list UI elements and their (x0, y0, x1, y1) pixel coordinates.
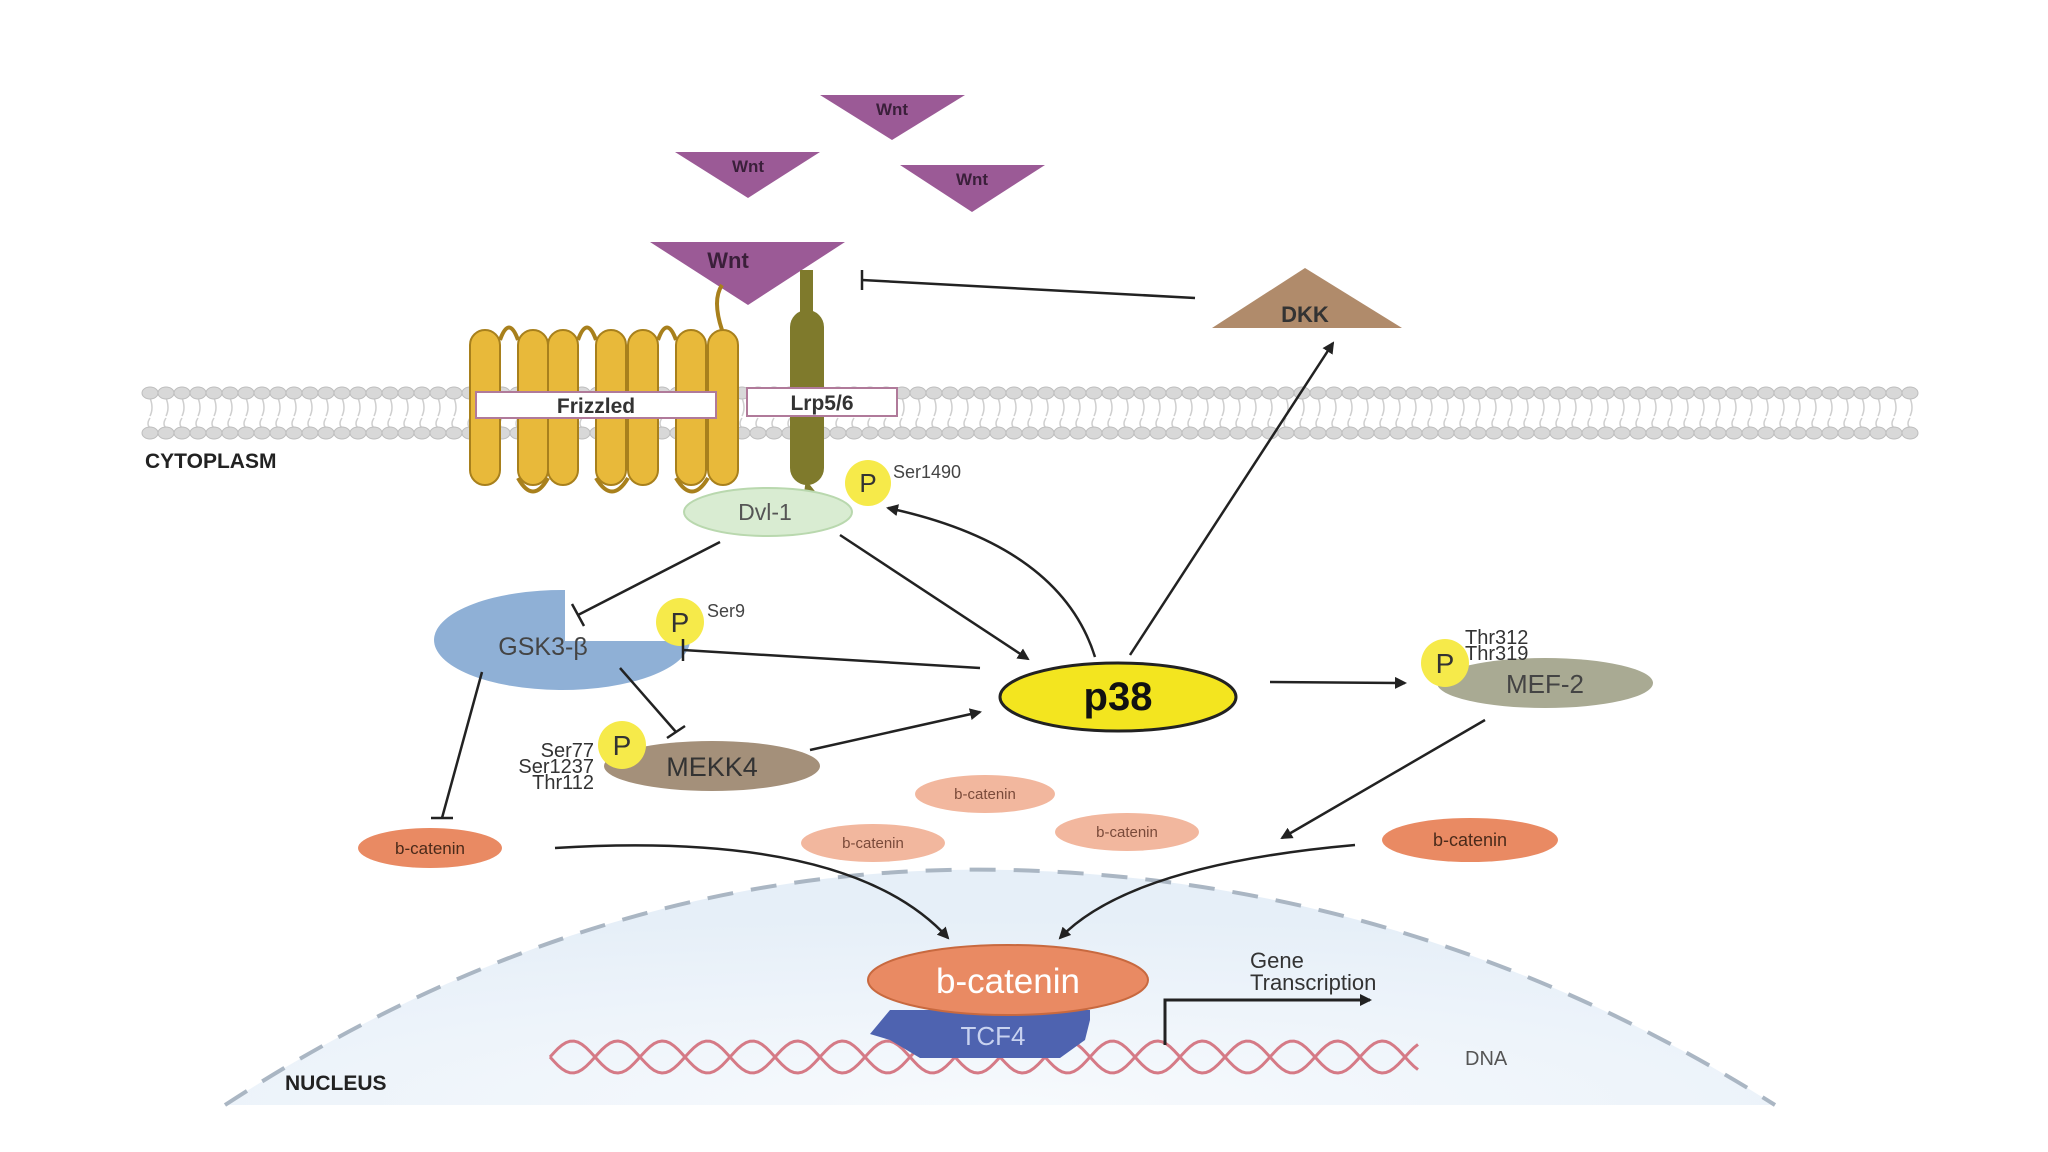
bcatenin-right: b-catenin (1382, 818, 1558, 862)
bcatenin-center-3: b-catenin (1055, 813, 1199, 851)
svg-text:P: P (859, 468, 876, 498)
svg-text:b-catenin: b-catenin (395, 839, 465, 858)
svg-text:Frizzled: Frizzled (557, 395, 635, 418)
phospho-mef2-sites: P Thr312 Thr319 (1421, 627, 1528, 687)
gsk3b-node: GSK3-β (434, 589, 690, 690)
tcf4-node: TCF4 (870, 1010, 1090, 1058)
arrow-p38-dvl (886, 504, 1097, 658)
svg-text:Transcription: Transcription (1250, 970, 1376, 995)
svg-text:Dvl-1: Dvl-1 (738, 499, 792, 525)
cell-membrane (141, 386, 1919, 440)
svg-text:Thr312: Thr312 (1465, 627, 1528, 649)
svg-text:Ser77: Ser77 (541, 740, 594, 762)
dna-label: DNA (1465, 1048, 1508, 1070)
svg-text:p38: p38 (1084, 675, 1153, 719)
svg-text:b-catenin: b-catenin (1096, 824, 1158, 841)
svg-text:Gene: Gene (1250, 948, 1304, 973)
svg-text:Wnt: Wnt (876, 100, 908, 119)
arrow-p38-dkk (1128, 341, 1335, 656)
svg-text:P: P (1436, 648, 1455, 679)
svg-text:DKK: DKK (1281, 302, 1329, 327)
svg-text:Ser1490: Ser1490 (893, 462, 961, 482)
arrow-bcatenin-right-nuclear (1058, 843, 1356, 940)
inhibit-dkk-lrp (861, 278, 1196, 300)
cytoplasm-label: CYTOPLASM (145, 450, 276, 473)
mef2-node: MEF-2 (1437, 658, 1653, 708)
svg-text:b-catenin: b-catenin (842, 835, 904, 852)
svg-text:P: P (671, 607, 690, 638)
nucleus-label: NUCLEUS (285, 1072, 387, 1095)
bcatenin-center-1: b-catenin (915, 775, 1055, 813)
svg-text:P: P (613, 730, 632, 761)
p38-node: p38 (998, 661, 1238, 733)
svg-text:GSK3-β: GSK3-β (498, 633, 587, 661)
inhibit-dvl-gsk (577, 540, 721, 617)
svg-text:b-catenin: b-catenin (1433, 830, 1507, 850)
svg-text:b-catenin: b-catenin (936, 962, 1080, 1001)
bcatenin-center-2: b-catenin (801, 824, 945, 862)
inhibit-gsk-mekk4-bar (666, 724, 686, 740)
wnt-ligand-3: Wnt (900, 165, 1045, 212)
bcatenin-nuclear: b-catenin (867, 944, 1149, 1016)
lrp56-receptor: Lrp5/6 (746, 270, 898, 530)
svg-text:Lrp5/6: Lrp5/6 (790, 392, 853, 415)
pathway-edges (431, 270, 1486, 940)
svg-text:Thr319: Thr319 (1465, 643, 1528, 665)
svg-text:Wnt: Wnt (732, 157, 764, 176)
svg-text:Ser1237: Ser1237 (518, 756, 594, 778)
svg-text:Ser9: Ser9 (707, 601, 745, 621)
dvl1-node: Dvl-1 (683, 487, 853, 537)
frizzled-receptor: Frizzled (469, 283, 739, 494)
inhibit-dvl-gsk-bar (570, 603, 586, 627)
inhibit-gsk-mekk4 (619, 667, 677, 733)
svg-text:b-catenin: b-catenin (954, 786, 1016, 803)
dkk-protein: DKK (1212, 268, 1402, 328)
arrow-mekk4-p38 (809, 708, 982, 752)
svg-text:TCF4: TCF4 (961, 1021, 1026, 1051)
arrow-dvl-p38 (839, 533, 1030, 661)
wnt-ligand-2: Wnt (675, 152, 820, 198)
svg-text:MEF-2: MEF-2 (1506, 669, 1584, 699)
wnt-ligand-1: Wnt (820, 95, 965, 140)
inhibit-p38-gsk (682, 648, 981, 670)
phospho-ser9: P Ser9 (656, 598, 745, 646)
inhibit-gsk-bcatenin (440, 671, 484, 819)
mekk4-node: MEKK4 (604, 741, 820, 791)
svg-text:MEKK4: MEKK4 (666, 752, 758, 782)
bcatenin-left: b-catenin (358, 828, 502, 868)
svg-text:Thr112: Thr112 (532, 772, 594, 794)
phospho-mekk4-sites: P Ser77 Ser1237 Thr112 (518, 721, 646, 794)
arrow-p38-mef2 (1269, 676, 1407, 689)
phospho-ser1490: P Ser1490 (845, 460, 961, 506)
gene-transcription: Gene Transcription (1163, 948, 1376, 1045)
wnt-ligand-bound: Wnt (650, 242, 845, 305)
arrow-mef2-nucleus (1280, 718, 1486, 840)
arrow-bcatenin-left-nuclear (554, 844, 950, 940)
svg-text:Wnt: Wnt (707, 248, 749, 273)
svg-text:Wnt: Wnt (956, 170, 988, 189)
